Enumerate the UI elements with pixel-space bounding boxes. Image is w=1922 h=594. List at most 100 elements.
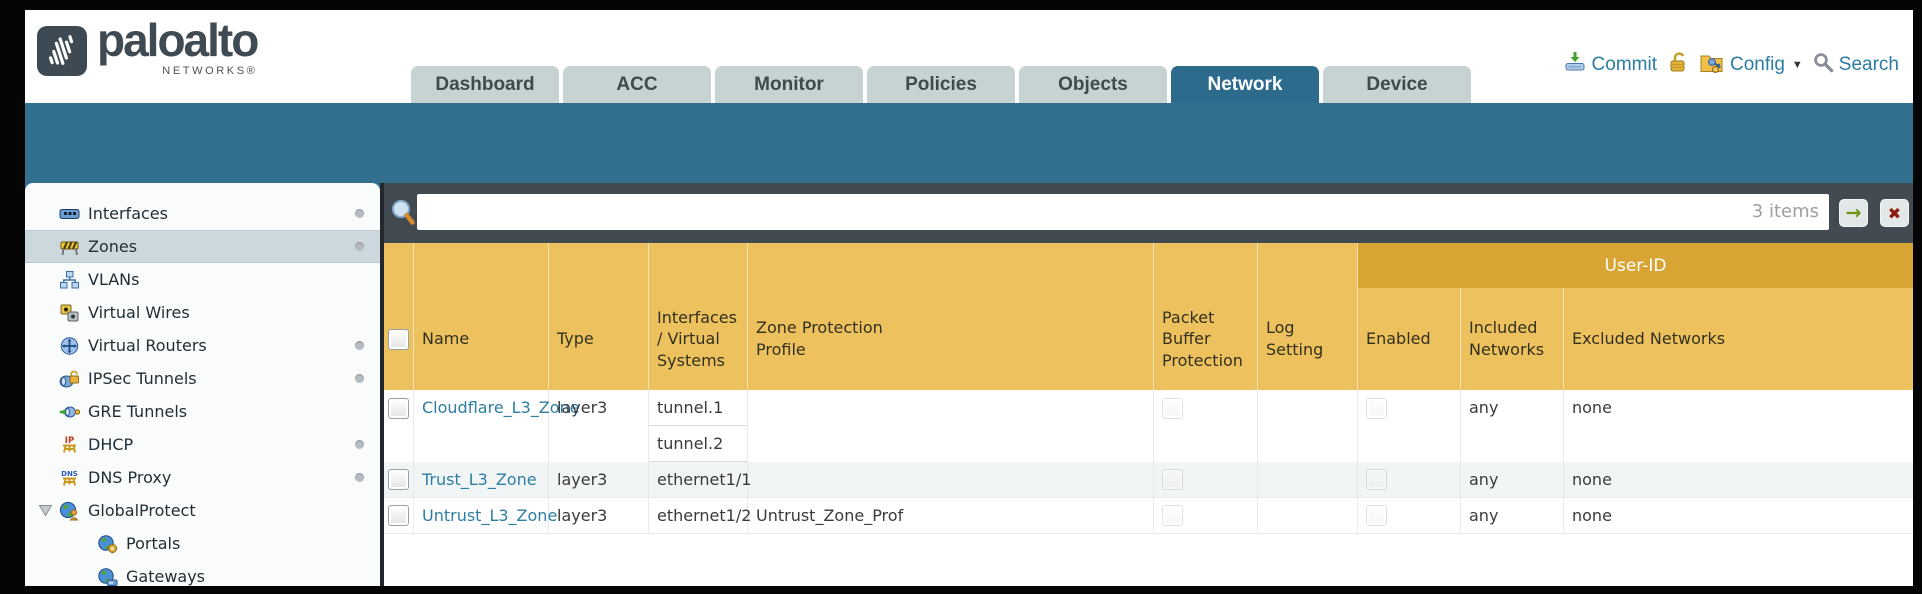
type-cell: layer3 bbox=[549, 390, 649, 462]
dns-proxy-icon: DNS bbox=[57, 468, 81, 488]
sidebar-item-gateways[interactable]: Gateways bbox=[25, 560, 380, 586]
search-label: Search bbox=[1838, 54, 1899, 75]
sidebar-item-zones[interactable]: Zones bbox=[25, 230, 380, 263]
interfaces-icon bbox=[57, 204, 81, 224]
apply-filter-button[interactable]: → bbox=[1839, 199, 1868, 227]
paloalto-logo-icon bbox=[37, 26, 87, 80]
included-networks-cell: any bbox=[1461, 498, 1564, 533]
vlans-icon bbox=[57, 270, 81, 290]
sidebar-item-label: GRE Tunnels bbox=[88, 402, 188, 421]
excluded-networks-cell: none bbox=[1572, 506, 1612, 525]
zone-name-link[interactable]: Trust_L3_Zone bbox=[422, 470, 537, 489]
tab-monitor[interactable]: Monitor bbox=[715, 66, 863, 103]
status-dot bbox=[355, 473, 364, 482]
brand-name: paloalto bbox=[97, 14, 259, 66]
tab-dashboard[interactable]: Dashboard bbox=[411, 66, 559, 103]
select-all-checkbox[interactable] bbox=[388, 328, 409, 350]
select-all-cell bbox=[384, 243, 414, 390]
user-id-group-header: User-ID bbox=[1358, 243, 1913, 288]
sidebar-item-label: Portals bbox=[126, 534, 181, 553]
column-header-excluded-networks[interactable]: Excluded Networks bbox=[1572, 329, 1726, 349]
log-setting-cell bbox=[1258, 498, 1358, 533]
table-body: Cloudflare_L3_Zone layer3 tunnel.1 tunne… bbox=[384, 390, 1913, 586]
column-header-interfaces[interactable]: Interfaces / Virtual Systems bbox=[649, 243, 748, 390]
sidebar-item-dhcp[interactable]: IP DHCP bbox=[25, 428, 380, 461]
virtual-wires-icon bbox=[57, 303, 81, 323]
commit-button[interactable]: Commit bbox=[1563, 50, 1657, 80]
gre-tunnels-icon bbox=[57, 402, 81, 422]
sidebar-item-virtual-routers[interactable]: Virtual Routers bbox=[25, 329, 380, 362]
brand-logotype: paloalto NETWORKS® bbox=[97, 14, 259, 78]
tab-policies[interactable]: Policies bbox=[867, 66, 1015, 103]
interface-entry[interactable]: tunnel.2 bbox=[649, 426, 747, 462]
status-dot bbox=[355, 440, 364, 449]
sidebar-item-globalprotect[interactable]: GlobalProtect bbox=[25, 494, 380, 527]
column-header-log-setting[interactable]: Log Setting bbox=[1258, 243, 1358, 390]
excluded-networks-cell: none bbox=[1572, 470, 1612, 489]
sidebar-item-vlans[interactable]: VLANs bbox=[25, 263, 380, 296]
app-window: paloalto NETWORKS® Dashboard ACC Monitor… bbox=[25, 10, 1913, 586]
sidebar-item-portals[interactable]: Portals bbox=[25, 527, 380, 560]
main-nav-tabs: Dashboard ACC Monitor Policies Objects N… bbox=[411, 66, 1471, 103]
interfaces-cell[interactable]: ethernet1/1 bbox=[649, 462, 751, 497]
included-networks-cell: any bbox=[1461, 462, 1564, 497]
tab-objects[interactable]: Objects bbox=[1019, 66, 1167, 103]
tab-acc[interactable]: ACC bbox=[563, 66, 711, 103]
packet-buffer-checkbox bbox=[1162, 469, 1183, 490]
filter-input-box: 3 items bbox=[417, 194, 1829, 230]
column-header-name[interactable]: Name bbox=[414, 243, 549, 390]
column-header-type[interactable]: Type bbox=[549, 243, 649, 390]
clear-filter-button[interactable]: ✖ bbox=[1880, 199, 1909, 227]
column-header-packet-buffer[interactable]: Packet Buffer Protection bbox=[1154, 243, 1258, 390]
tab-device[interactable]: Device bbox=[1323, 66, 1471, 103]
status-dot bbox=[355, 209, 364, 218]
virtual-routers-icon bbox=[57, 336, 81, 356]
type-cell: layer3 bbox=[549, 462, 649, 497]
sidebar-item-gre-tunnels[interactable]: GRE Tunnels bbox=[25, 395, 380, 428]
sidebar-item-ipsec-tunnels[interactable]: IPSec Tunnels bbox=[25, 362, 380, 395]
column-header-enabled[interactable]: Enabled bbox=[1358, 243, 1461, 390]
packet-buffer-checkbox bbox=[1162, 505, 1183, 526]
interfaces-cell: tunnel.1 tunnel.2 bbox=[649, 390, 748, 462]
zone-protection-cell bbox=[748, 390, 1154, 462]
sidebar-item-label: Virtual Wires bbox=[88, 303, 190, 322]
included-networks-cell: any bbox=[1461, 390, 1564, 462]
user-id-enabled-checkbox bbox=[1366, 398, 1387, 419]
header-utilities: Commit bbox=[1563, 50, 1899, 80]
user-id-enabled-checkbox bbox=[1366, 469, 1387, 490]
sidebar-item-label: Interfaces bbox=[88, 204, 168, 223]
sidebar-item-label: Zones bbox=[88, 237, 138, 256]
items-count-label: 3 items bbox=[1751, 201, 1819, 222]
status-dot bbox=[355, 374, 364, 383]
chevron-down-icon: ▼ bbox=[1791, 59, 1803, 71]
zone-protection-cell bbox=[748, 462, 1154, 497]
filter-input[interactable] bbox=[417, 194, 1829, 230]
sidebar-item-label: Gateways bbox=[126, 567, 206, 586]
interface-entry[interactable]: tunnel.1 bbox=[649, 390, 747, 426]
table-row: Cloudflare_L3_Zone layer3 tunnel.1 tunne… bbox=[384, 390, 1913, 462]
type-cell: layer3 bbox=[549, 498, 649, 533]
sidebar-item-interfaces[interactable]: Interfaces bbox=[25, 197, 380, 230]
column-header-zone-protection[interactable]: Zone Protection Profile bbox=[748, 243, 1154, 390]
config-menu-button[interactable]: Config ▼ bbox=[1699, 51, 1803, 80]
search-button[interactable]: Search bbox=[1813, 52, 1899, 79]
expander-icon[interactable] bbox=[33, 504, 57, 517]
interfaces-cell[interactable]: ethernet1/2 bbox=[649, 498, 751, 533]
log-setting-cell bbox=[1258, 390, 1358, 462]
row-checkbox[interactable] bbox=[388, 398, 409, 419]
column-header-included-networks[interactable]: Included Networks bbox=[1461, 243, 1564, 390]
row-checkbox[interactable] bbox=[388, 469, 409, 490]
lock-button[interactable] bbox=[1667, 51, 1689, 80]
row-checkbox[interactable] bbox=[388, 505, 409, 526]
sidebar-item-dns-proxy[interactable]: DNS DNS Proxy bbox=[25, 461, 380, 494]
table-row: Trust_L3_Zone layer3 ethernet1/1 any non… bbox=[384, 462, 1913, 498]
tab-network[interactable]: Network bbox=[1171, 66, 1319, 103]
zone-name-link[interactable]: Cloudflare_L3_Zone bbox=[422, 398, 580, 417]
sidebar-item-virtual-wires[interactable]: Virtual Wires bbox=[25, 296, 380, 329]
config-label: Config bbox=[1729, 54, 1785, 75]
table-row: Untrust_L3_Zone layer3 ethernet1/2 Untru… bbox=[384, 498, 1913, 534]
zone-name-link[interactable]: Untrust_L3_Zone bbox=[422, 506, 558, 525]
zones-content-panel: 3 items → ✖ User-ID Name Type Interfaces… bbox=[384, 183, 1913, 586]
globalprotect-icon bbox=[57, 501, 81, 521]
network-sidebar: Interfaces Zones VLANs Virtual Wires bbox=[25, 183, 380, 586]
